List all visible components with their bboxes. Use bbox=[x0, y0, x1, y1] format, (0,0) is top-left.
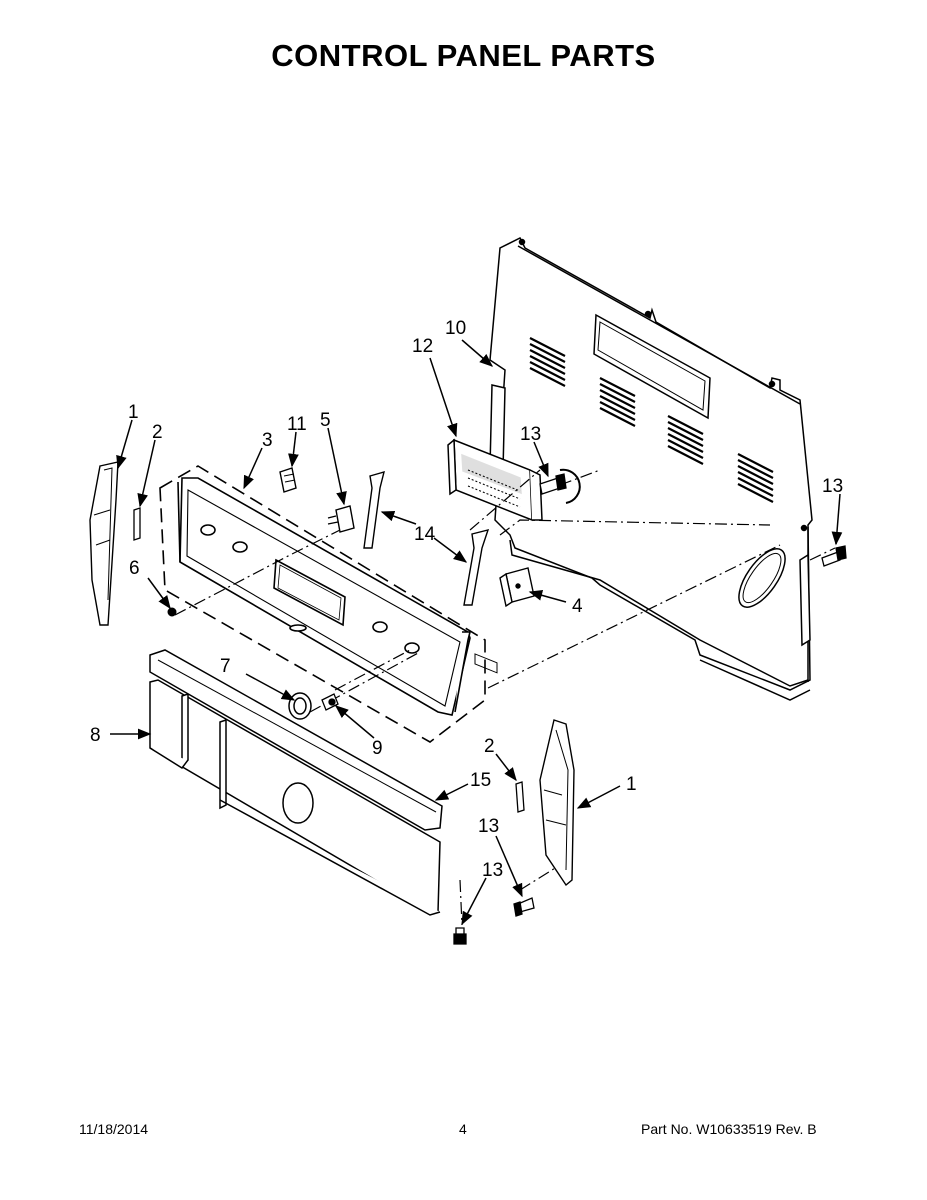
callout-trim-strip: 15 bbox=[470, 770, 491, 791]
manifold-panel bbox=[149, 679, 441, 916]
vent-slots bbox=[529, 337, 774, 503]
callout-control-board: 12 bbox=[412, 336, 433, 357]
knob-nut bbox=[321, 693, 339, 711]
callout-connector: 11 bbox=[287, 414, 307, 435]
footer-page-number: 4 bbox=[459, 1121, 467, 1137]
callout-clip-left: 2 bbox=[152, 422, 163, 443]
callout-trim-bracket: 14 bbox=[414, 524, 436, 545]
page-title: CONTROL PANEL PARTS bbox=[271, 38, 656, 73]
footer-date: 11/18/2014 bbox=[79, 1121, 149, 1137]
clip-right bbox=[515, 781, 525, 813]
callout-console: 3 bbox=[262, 430, 273, 451]
end-cap-right bbox=[539, 719, 575, 887]
screw-rear bbox=[821, 545, 847, 567]
trim-strip bbox=[149, 649, 443, 831]
screw-board bbox=[539, 473, 567, 495]
knob bbox=[288, 692, 312, 720]
callout-clip-right: 2 bbox=[484, 736, 495, 757]
trim-bracket-right bbox=[463, 529, 490, 606]
relay bbox=[327, 505, 355, 533]
callout-screw-console: 6 bbox=[129, 558, 140, 579]
footer-part-number: Part No. W10633519 Rev. B bbox=[641, 1121, 817, 1137]
callout-screw-manifold: 13 bbox=[482, 860, 503, 881]
screw-manifold bbox=[453, 927, 467, 945]
rear-panel bbox=[489, 236, 813, 701]
callout-end-cap-left: 1 bbox=[128, 402, 139, 423]
callout-screw-rear: 13 bbox=[822, 476, 843, 497]
callout-switch: 4 bbox=[572, 596, 583, 617]
electronic-control-board bbox=[447, 438, 543, 674]
callout-end-cap-right: 1 bbox=[626, 774, 637, 795]
connector bbox=[279, 467, 297, 493]
callout-screw-end-right: 13 bbox=[478, 816, 499, 837]
alignment-lines bbox=[174, 469, 836, 926]
callout-relay: 5 bbox=[320, 410, 331, 431]
end-cap-left bbox=[89, 461, 119, 626]
switch bbox=[499, 567, 535, 608]
callout-rear-panel: 10 bbox=[445, 318, 466, 339]
callout-manifold-panel: 8 bbox=[90, 725, 101, 746]
assembly-dash-lines bbox=[159, 465, 486, 743]
callout-knob: 7 bbox=[220, 656, 231, 677]
clip-left bbox=[133, 507, 141, 541]
console-backguard bbox=[177, 477, 472, 716]
screw-console bbox=[167, 607, 177, 617]
screw-end-right bbox=[513, 897, 535, 917]
callout-arrows bbox=[110, 339, 843, 926]
callout-labels: 1 2 3 11 5 6 10 12 13 13 14 4 7 9 8 2 1 … bbox=[90, 318, 843, 881]
callout-knob-nut: 9 bbox=[372, 738, 383, 759]
trim-bracket-left bbox=[363, 470, 385, 549]
callout-screw-board: 13 bbox=[520, 424, 541, 445]
